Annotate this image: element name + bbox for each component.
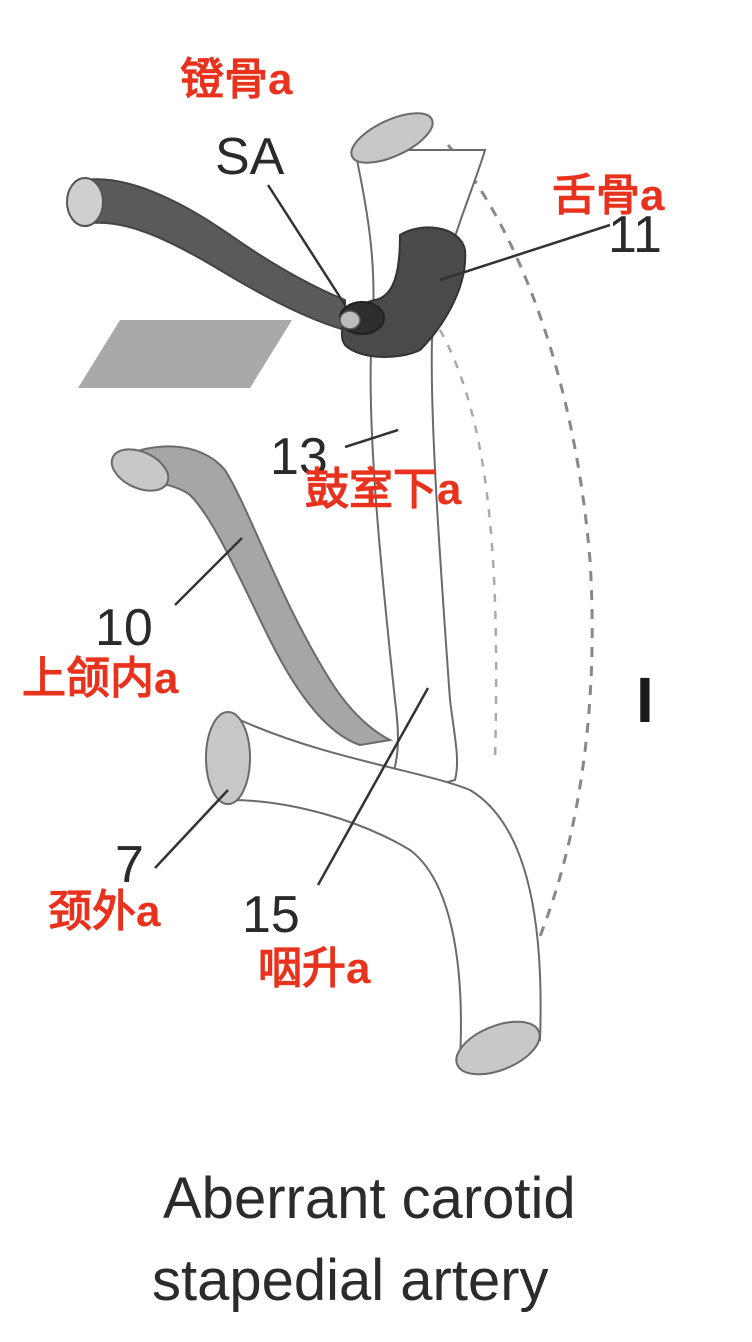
leader-7 bbox=[154, 789, 229, 869]
dashed-vessel-outline bbox=[446, 144, 594, 961]
label-10: 10 bbox=[95, 599, 153, 657]
stapes-ring-inner bbox=[339, 310, 361, 330]
leader-11 bbox=[439, 223, 611, 282]
label-inferior-tympanic-a: 鼓室下a bbox=[305, 464, 462, 514]
caption-line-1: Aberrant carotid bbox=[163, 1166, 576, 1231]
internal-maxillary-vessel bbox=[110, 445, 394, 747]
label-ascending-pharyngeal-a: 咽升a bbox=[258, 944, 371, 993]
stapedial-artery-vessel bbox=[73, 178, 346, 332]
label-sa: SA bbox=[215, 128, 285, 186]
tympanic-plane bbox=[78, 320, 292, 388]
label-internal-maxillary-a: 上颌内a bbox=[22, 654, 179, 703]
leader-10 bbox=[174, 537, 243, 606]
panel-marker: I bbox=[636, 664, 654, 736]
internal-carotid-top-cap bbox=[350, 112, 434, 164]
label-7: 7 bbox=[115, 836, 144, 894]
stapedial-artery-cap bbox=[66, 177, 104, 227]
internal-maxillary-cap bbox=[110, 448, 170, 492]
label-stapedial-a: 镫骨a bbox=[180, 55, 293, 104]
label-15: 15 bbox=[242, 886, 300, 944]
hyoid-artery-vessel bbox=[340, 226, 467, 358]
common-carotid-bottom-cap bbox=[455, 1020, 541, 1076]
dashed-vessel-inner bbox=[438, 329, 498, 761]
leader-13 bbox=[344, 428, 399, 449]
label-11: 11 bbox=[608, 206, 662, 264]
label-13: 13 bbox=[270, 428, 328, 486]
label-external-carotid-a: 颈外a bbox=[48, 887, 161, 936]
leader-15 bbox=[316, 687, 430, 886]
label-hyoid-a: 舌骨a bbox=[552, 171, 665, 220]
leader-sa bbox=[266, 184, 347, 306]
external-carotid-cap bbox=[205, 711, 251, 805]
caption-line-2: stapedial artery bbox=[152, 1248, 549, 1313]
